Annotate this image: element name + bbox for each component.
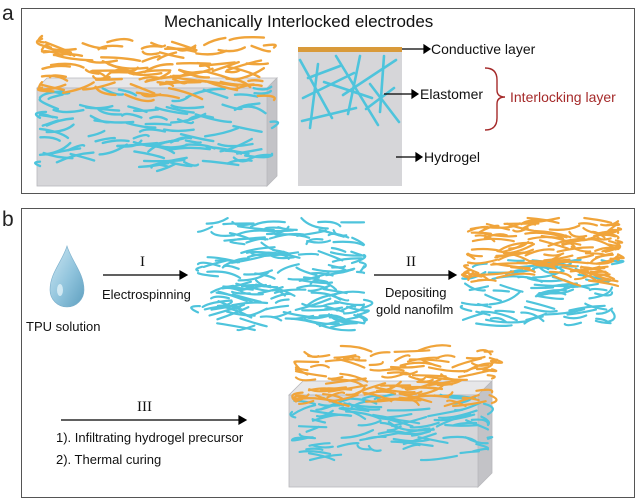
depositing-label: Depositing bbox=[385, 285, 447, 300]
interlocking-bracket bbox=[484, 67, 506, 131]
block-a-orange-fibers bbox=[35, 34, 277, 103]
gold-mat-orange-fibers bbox=[460, 216, 625, 288]
electrospinning-label: Electrospinning bbox=[102, 287, 191, 302]
thermal-curing-label: 2). Thermal curing bbox=[56, 452, 162, 467]
elastomer-fibers bbox=[298, 54, 401, 130]
panel-a-frame bbox=[21, 8, 635, 194]
panel-a-title: Mechanically Interlocked electrodes bbox=[164, 12, 434, 31]
step-2-numeral: II bbox=[406, 254, 416, 270]
elastomer-label: Elastomer bbox=[420, 86, 484, 102]
step-1-numeral: I bbox=[140, 254, 145, 270]
panel-a-letter: a bbox=[2, 2, 14, 25]
electrospun-mat-fibers bbox=[190, 217, 374, 332]
block-b-orange-fibers bbox=[291, 344, 504, 408]
panel-b-frame bbox=[21, 208, 635, 498]
interlocking-layer-label: Interlocking layer bbox=[510, 89, 616, 105]
hydrogel-label: Hydrogel bbox=[424, 149, 481, 165]
block-a-blue-fibers bbox=[33, 85, 280, 173]
process-arrows bbox=[61, 269, 458, 426]
step-3-numeral: III bbox=[137, 399, 152, 415]
conductive-layer-label: Conductive layer bbox=[431, 41, 536, 57]
conductive-gold-layer bbox=[298, 47, 402, 52]
cross-section bbox=[298, 47, 402, 186]
infiltrating-label: 1). Infiltrating hydrogel precursor bbox=[56, 430, 244, 445]
tpu-solution-label: TPU solution bbox=[26, 319, 101, 334]
gold-nanofilm-label: gold nanofilm bbox=[376, 302, 454, 317]
tpu-droplet-icon bbox=[49, 244, 85, 308]
panel-a-arrows bbox=[384, 43, 432, 163]
panel-b-letter: b bbox=[2, 208, 14, 231]
